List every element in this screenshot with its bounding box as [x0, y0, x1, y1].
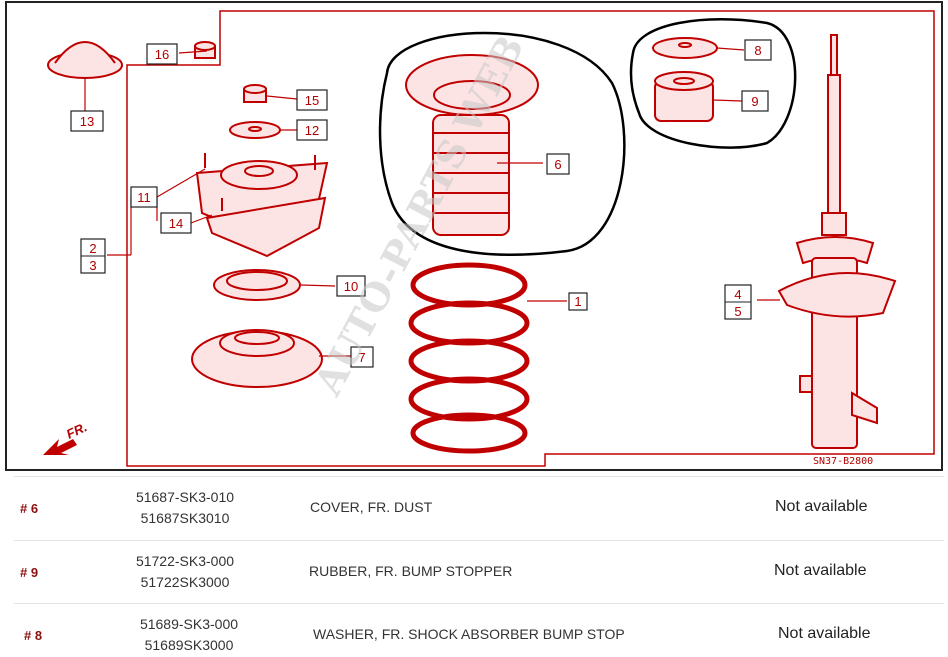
- part-7-spring-seat: [191, 329, 323, 388]
- callout-2: 2: [89, 241, 96, 256]
- callout-9: 9: [751, 94, 758, 109]
- part-code: 51689-SK3-000: [139, 616, 239, 632]
- callout-12: 12: [305, 123, 319, 138]
- part-ref: # 6: [20, 501, 39, 516]
- part-description: RUBBER, FR. BUMP STOPPER: [309, 563, 513, 579]
- part-code: 51687-SK3-010: [135, 489, 235, 505]
- callout-15: 15: [305, 93, 319, 108]
- part-16-nut: [194, 41, 216, 59]
- callout-3: 3: [89, 258, 96, 273]
- part-4-strut: [777, 34, 897, 449]
- part-row-8[interactable]: # 8 51689-SK3-000 51689SK3000 WASHER, FR…: [14, 603, 944, 657]
- parts-diagram: 1 2 3 4 5 6 7 8 9 10 11 12 13 14 15 16 F…: [5, 1, 943, 471]
- callout-6: 6: [554, 157, 561, 172]
- callout-8: 8: [754, 43, 761, 58]
- part-code: 51722-SK3-000: [135, 553, 235, 569]
- part-11-mount: [195, 153, 329, 258]
- callout-11: 11: [137, 190, 151, 205]
- callout-4: 4: [734, 287, 741, 302]
- part-9-bump-stopper: [654, 71, 714, 122]
- callout-10: 10: [344, 279, 358, 294]
- part-description: COVER, FR. DUST: [310, 499, 433, 515]
- part-1-coil-spring: [408, 262, 530, 454]
- part-description: WASHER, FR. SHOCK ABSORBER BUMP STOP: [313, 626, 625, 642]
- part-code-compact: 51687SK3010: [140, 510, 230, 526]
- part-row-9[interactable]: # 9 51722-SK3-000 51722SK3000 RUBBER, FR…: [14, 540, 944, 602]
- front-direction-arrow: FR.: [43, 419, 89, 455]
- part-6-dust-cover: [405, 54, 539, 236]
- availability-status: Not available: [775, 498, 868, 515]
- highlight-circles: [378, 18, 797, 256]
- part-ref: # 9: [20, 565, 39, 580]
- front-direction-label: FR.: [64, 419, 89, 441]
- part-8-washer: [652, 37, 718, 59]
- callout-16: 16: [155, 47, 169, 62]
- part-code-compact: 51689SK3000: [144, 637, 234, 653]
- callout-1: 1: [574, 294, 581, 309]
- part-row-6[interactable]: # 6 51687-SK3-010 51687SK3010 COVER, FR.…: [14, 476, 944, 538]
- callout-7: 7: [358, 350, 365, 365]
- callout-5: 5: [734, 304, 741, 319]
- part-code-compact: 51722SK3000: [140, 574, 230, 590]
- callout-13: 13: [80, 114, 94, 129]
- parts-diagram-drawing: 1 2 3 4 5 6 7 8 9 10 11 12 13 14 15 16 F…: [43, 10, 935, 467]
- availability-status: Not available: [774, 562, 867, 579]
- availability-status: Not available: [778, 625, 871, 642]
- part-15-nut: [243, 84, 267, 103]
- part-13-cap: [47, 41, 123, 79]
- part-10-ring: [213, 269, 301, 301]
- callout-14: 14: [169, 216, 183, 231]
- callout-labels: 1 2 3 4 5 6 7 8 9 10 11 12 13 14 15 16: [80, 43, 762, 365]
- part-12-washer: [229, 121, 281, 139]
- diagram-code: SN37-B2800: [813, 456, 873, 467]
- part-ref: # 8: [24, 628, 43, 643]
